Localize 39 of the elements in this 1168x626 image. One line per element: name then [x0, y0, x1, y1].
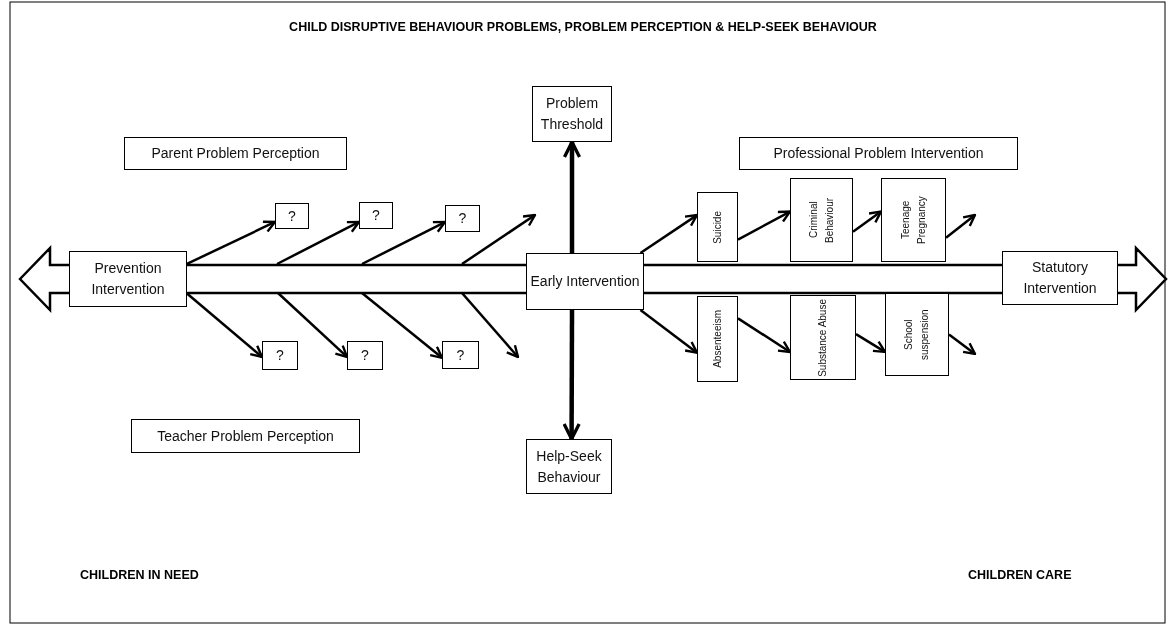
arrow — [639, 213, 699, 255]
text-box: Parent Problem Perception — [124, 137, 347, 170]
arrow — [277, 292, 349, 359]
arrow — [186, 292, 264, 359]
arrow — [639, 309, 699, 354]
arrow — [852, 210, 883, 233]
rotated-text-box: School suspension — [885, 293, 949, 376]
text-box: Statutory Intervention — [1002, 251, 1118, 305]
arrow — [361, 292, 444, 359]
arrow — [562, 310, 581, 441]
text-box: Teacher Problem Perception — [131, 419, 360, 453]
arrow — [186, 220, 277, 265]
text-box: Problem Threshold — [532, 86, 612, 142]
arrow — [276, 220, 361, 266]
rotated-text-box: Suicide — [697, 192, 738, 262]
arrow — [737, 317, 792, 354]
rotated-text-box: Criminal Behaviour — [790, 178, 853, 262]
text-box: ? — [347, 341, 383, 370]
arrow — [562, 140, 582, 253]
rotated-text-box: Absenteeism — [697, 296, 738, 382]
text-box: Professional Problem Intervention — [739, 137, 1018, 170]
text-box: ? — [445, 205, 480, 232]
arrow — [948, 333, 977, 356]
arrow — [361, 220, 447, 266]
corner-label: CHILDREN IN NEED — [80, 568, 199, 582]
arrow — [737, 210, 792, 241]
rotated-text-box: Substance Abuse — [790, 295, 856, 380]
text-box: ? — [262, 341, 298, 370]
arrow — [855, 333, 887, 354]
text-box: ? — [275, 203, 309, 229]
text-box: Help-Seek Behaviour — [526, 439, 612, 494]
diagram-title: CHILD DISRUPTIVE BEHAVIOUR PROBLEMS, PROBLEM PERCEPTION & HELP-SEEK BEHAVIOUR — [289, 20, 877, 34]
text-box: ? — [359, 202, 393, 229]
text-box: Prevention Intervention — [69, 251, 187, 307]
rotated-text-box: Teenage Pregnancy — [881, 178, 946, 262]
text-box: Early Intervention — [526, 253, 644, 310]
text-box: ? — [442, 341, 479, 369]
corner-label: CHILDREN CARE — [968, 568, 1072, 582]
arrow — [945, 213, 977, 239]
